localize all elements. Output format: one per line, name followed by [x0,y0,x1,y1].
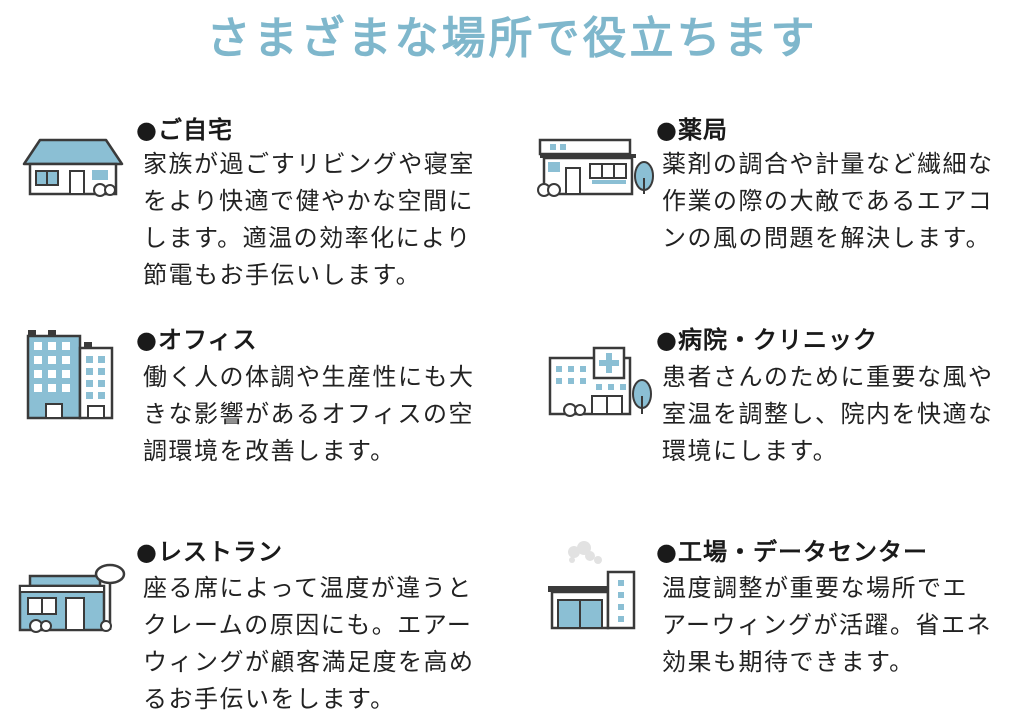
item-description: 働く人の体調や生産性にも大 きな影響があるオフィスの空 調環境を改善します。 [143,363,475,465]
item-heading: ●薬局 [656,116,728,144]
office-building-icon [26,330,114,420]
hospital-icon [548,346,652,417]
item-description: 患者さんのために重要な風や 室温を調整し、院内を快適な 環境にします。 [662,363,994,465]
restaurant-icon [18,563,126,633]
page-title: さまざまな場所で役立ちます [206,13,818,64]
house-icon [22,138,124,197]
item-description: 薬剤の調合や計量など繊細な 作業の際の大敵であるエアコ ンの風の問題を解決します… [662,150,994,252]
item-heading: ●レストラン [136,538,283,566]
item-heading: ●オフィス [136,326,258,354]
pharmacy-icon [537,138,654,197]
item-description: 座る席によって温度が違うと クレームの原因にも。エアー ウィングが顧客満足度を高… [143,574,475,713]
factory-icon [548,541,636,630]
item-heading: ●工場・データセンター [656,538,928,566]
item-description: 家族が過ごすリビングや寝室 をより快適で健やかな空間に します。適温の効率化によ… [143,150,475,289]
item-heading: ●病院・クリニック [656,326,878,354]
item-heading: ●ご自宅 [136,116,233,144]
item-description: 温度調整が重要な場所でエ アーウィングが活躍。省エネ 効果も期待できます。 [662,574,993,676]
